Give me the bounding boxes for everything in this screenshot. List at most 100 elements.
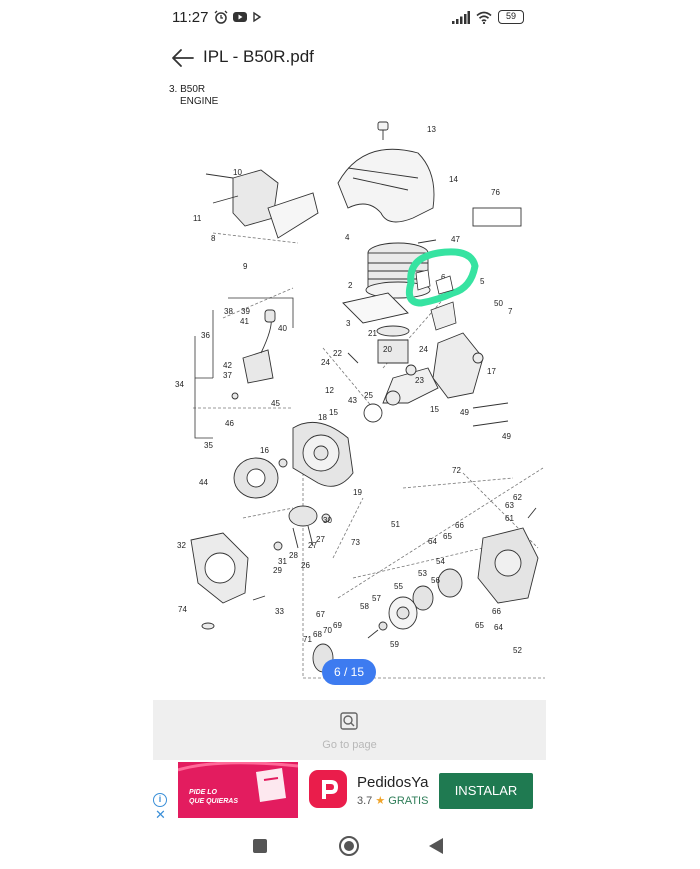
svg-text:40: 40 — [278, 324, 287, 333]
svg-text:52: 52 — [513, 646, 522, 655]
ad-rating: 3.7 ★ GRATIS — [357, 794, 428, 807]
svg-text:21: 21 — [368, 329, 377, 338]
svg-text:5: 5 — [480, 277, 485, 286]
ad-image-text-line2: QUE QUIERAS — [189, 798, 239, 805]
pedidosya-app-icon[interactable] — [309, 770, 347, 808]
svg-text:47: 47 — [451, 235, 460, 244]
ad-info-icon[interactable]: i — [153, 793, 167, 807]
svg-text:2: 2 — [348, 281, 353, 290]
page-indicator: 6 / 15 — [322, 659, 376, 685]
svg-text:71: 71 — [303, 635, 312, 644]
ad-image-graphic — [178, 762, 298, 818]
svg-text:65: 65 — [443, 532, 452, 541]
svg-text:62: 62 — [513, 493, 522, 502]
svg-text:30: 30 — [323, 516, 332, 525]
recents-square-icon[interactable] — [253, 839, 267, 853]
caption-title: ENGINE — [180, 96, 219, 107]
ignition-coil-part — [231, 309, 276, 400]
svg-text:31: 31 — [278, 557, 287, 566]
svg-text:19: 19 — [353, 488, 362, 497]
svg-text:49: 49 — [502, 432, 511, 441]
svg-text:28: 28 — [289, 551, 298, 560]
svg-text:74: 74 — [178, 605, 187, 614]
svg-text:34: 34 — [175, 380, 184, 389]
svg-text:29: 29 — [273, 566, 282, 575]
svg-text:15: 15 — [329, 408, 338, 417]
svg-text:65: 65 — [475, 621, 484, 630]
svg-text:32: 32 — [177, 541, 186, 550]
svg-text:53: 53 — [418, 569, 427, 578]
svg-text:8: 8 — [211, 234, 216, 243]
back-triangle-icon[interactable] — [429, 838, 443, 854]
ad-image-text: PIDE LO QUE QUIERAS — [189, 788, 238, 806]
svg-text:4: 4 — [345, 233, 350, 242]
svg-text:37: 37 — [223, 371, 232, 380]
svg-text:41: 41 — [240, 317, 249, 326]
install-button[interactable]: INSTALAR — [439, 773, 533, 809]
ad-image-text-line1: PIDE LO — [189, 789, 218, 796]
ad-banner[interactable]: i ✕ PIDE LO QUE QUIERAS PedidosYa 3.7 ★ … — [153, 760, 546, 822]
youtube-icon — [233, 12, 247, 22]
page-caption: 3. B50R ENGINE — [169, 84, 218, 108]
highlight-mark — [405, 248, 479, 307]
flywheel-part — [233, 421, 354, 499]
arrow-left-icon[interactable] — [169, 44, 197, 72]
starter-part — [190, 532, 266, 630]
svg-text:7: 7 — [508, 307, 513, 316]
svg-text:68: 68 — [313, 630, 322, 639]
svg-text:61: 61 — [505, 514, 514, 523]
svg-text:38: 38 — [224, 307, 233, 316]
pdf-page[interactable]: 3. B50R ENGINE — [153, 78, 546, 700]
svg-text:22: 22 — [333, 349, 342, 358]
svg-text:17: 17 — [487, 367, 496, 376]
svg-text:50: 50 — [494, 299, 503, 308]
ad-close-icon[interactable]: ✕ — [155, 807, 166, 822]
svg-text:14: 14 — [449, 175, 458, 184]
svg-text:25: 25 — [364, 391, 373, 400]
search-page-icon[interactable] — [339, 711, 359, 731]
svg-text:27: 27 — [308, 541, 317, 550]
svg-text:45: 45 — [271, 399, 280, 408]
document-title: IPL - B50R.pdf — [203, 47, 314, 66]
svg-text:12: 12 — [325, 386, 334, 395]
cover-part — [337, 121, 522, 227]
ad-app-name[interactable]: PedidosYa — [357, 774, 429, 791]
svg-text:3: 3 — [346, 319, 351, 328]
status-time: 11:27 — [172, 9, 209, 26]
battery-icon: 59 — [498, 10, 524, 24]
svg-text:69: 69 — [333, 621, 342, 630]
signal-icon — [452, 10, 470, 24]
svg-text:42: 42 — [223, 361, 232, 370]
svg-text:24: 24 — [321, 358, 330, 367]
crankcase-part — [363, 332, 509, 427]
nav-bar — [0, 826, 700, 869]
status-bar: 11:27 59 — [0, 0, 700, 36]
play-icon — [253, 11, 262, 23]
svg-text:39: 39 — [241, 307, 250, 316]
svg-text:57: 57 — [372, 594, 381, 603]
home-circle-icon[interactable] — [339, 836, 359, 856]
svg-text:76: 76 — [491, 188, 500, 197]
gear-case-part — [312, 507, 539, 673]
muffler-part — [205, 169, 319, 239]
svg-text:16: 16 — [260, 446, 269, 455]
svg-text:67: 67 — [316, 610, 325, 619]
ad-image[interactable]: PIDE LO QUE QUIERAS — [178, 762, 298, 818]
svg-text:27: 27 — [316, 535, 325, 544]
svg-text:56: 56 — [431, 576, 440, 585]
svg-text:49: 49 — [460, 408, 469, 417]
svg-text:44: 44 — [199, 478, 208, 487]
svg-text:54: 54 — [436, 557, 445, 566]
goto-page-bar[interactable]: Go to page — [153, 700, 546, 760]
svg-text:23: 23 — [415, 376, 424, 385]
status-right-icons: 59 — [452, 10, 524, 24]
goto-page-label[interactable]: Go to page — [322, 739, 377, 751]
svg-text:26: 26 — [301, 561, 310, 570]
ad-price: GRATIS — [388, 795, 429, 807]
svg-text:64: 64 — [428, 537, 437, 546]
wifi-icon — [476, 11, 492, 24]
svg-text:15: 15 — [430, 405, 439, 414]
svg-text:43: 43 — [348, 396, 357, 405]
